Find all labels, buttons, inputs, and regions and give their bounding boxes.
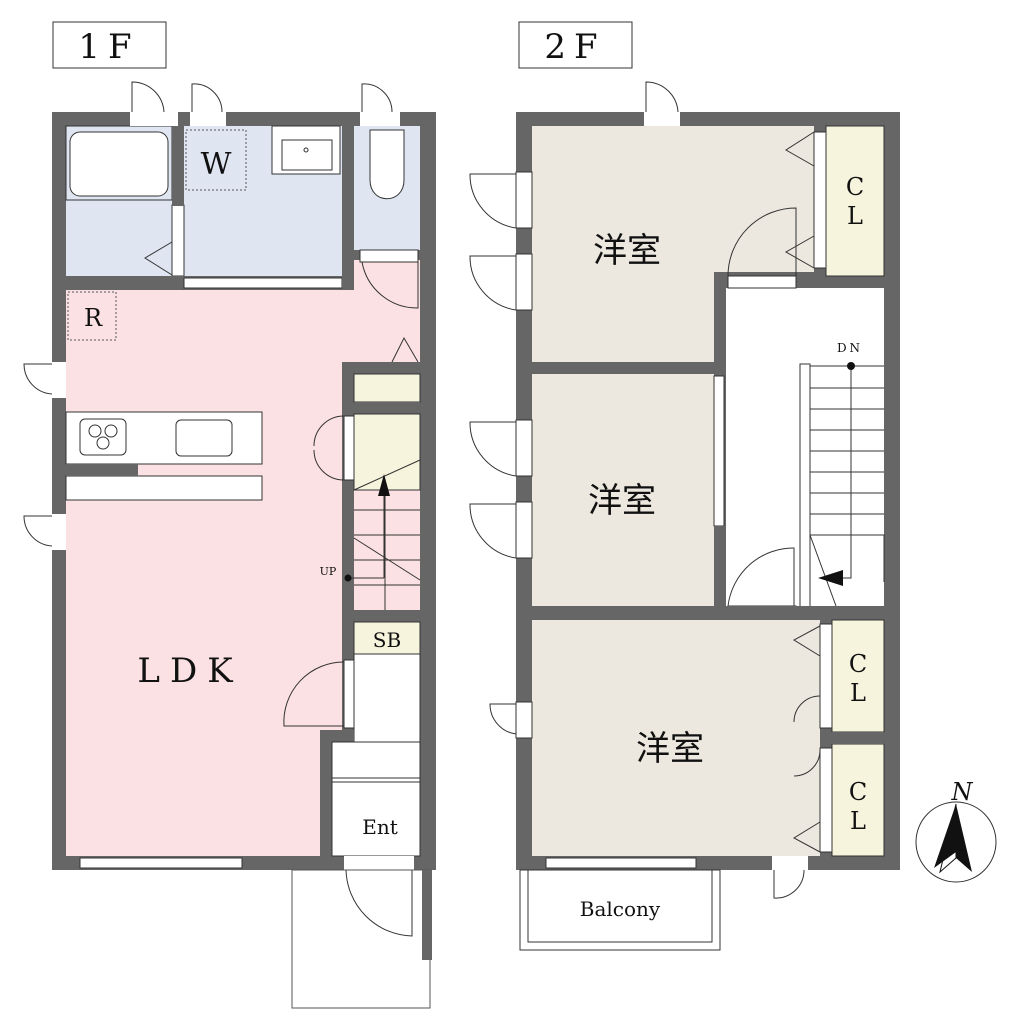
washer-space (185, 129, 247, 191)
svg-text:L: L (850, 807, 866, 835)
floor-1f: W R (23, 81, 436, 1009)
entrance-label: Ent (362, 815, 398, 839)
svg-text:2F: 2F (544, 27, 605, 67)
svg-text:L: L (847, 202, 863, 230)
svg-text:C: C (849, 650, 867, 678)
fridge-space (67, 291, 117, 341)
dn-label: DN (837, 341, 863, 355)
sliding-door (183, 277, 343, 289)
closet-1 (825, 125, 885, 277)
svg-text:C: C (849, 778, 867, 806)
balcony: Balcony (519, 869, 721, 951)
entrance (331, 741, 421, 857)
floor-label-2f: 2F (518, 21, 633, 69)
closet-2 (831, 619, 885, 733)
washroom-label: W (201, 147, 232, 182)
ldk-label: LDK (137, 651, 242, 691)
toilet-icon (369, 129, 405, 200)
floor-label-1f: 1F (52, 21, 167, 69)
svg-text:L: L (850, 679, 866, 707)
svg-text:C: C (846, 173, 864, 201)
storage-1f (353, 373, 421, 403)
stairs-1f (344, 459, 421, 610)
western-room-2 (532, 374, 714, 606)
shoebox (353, 621, 421, 655)
kitchen-sink-icon (175, 419, 233, 457)
western-room-1 (532, 126, 814, 272)
compass-icon: N (915, 778, 997, 883)
western-room-3 (532, 620, 820, 856)
floor-2f: C L 洋室 洋室 DN C L C L 洋室 (469, 81, 900, 951)
western-room-2-label: 洋室 (588, 481, 656, 521)
up-label: UP (320, 565, 337, 578)
balcony-label: Balcony (580, 897, 661, 921)
shoebox-label: SB (373, 628, 401, 652)
porch (291, 869, 431, 1009)
svg-text:1F: 1F (78, 27, 139, 67)
bathtub-icon (69, 131, 169, 197)
western-room-3-label: 洋室 (636, 729, 704, 769)
fridge-label: R (84, 304, 103, 332)
western-room-1-label: 洋室 (593, 231, 661, 271)
window (545, 857, 697, 869)
window (79, 857, 243, 869)
svg-text:N: N (951, 778, 974, 806)
